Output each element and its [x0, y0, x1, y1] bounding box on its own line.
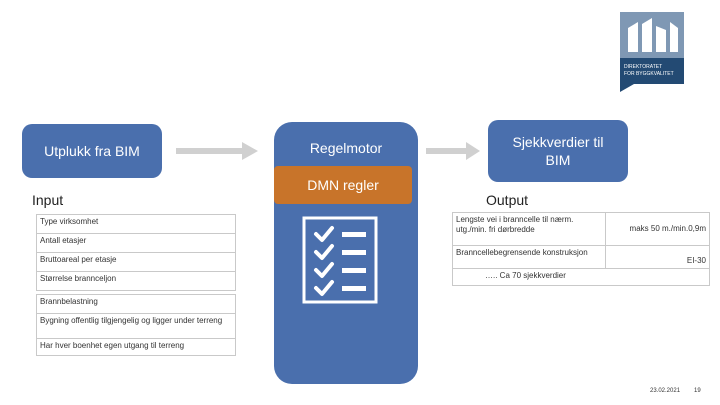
input-table: Type virksomhet Antall etasjer Bruttoare…	[36, 214, 236, 291]
input-row-cell: Antall etasjer	[36, 233, 236, 253]
logo: DIREKTORATET FOR BYGGKVALITET	[620, 12, 684, 84]
sjekkverdier-label: Sjekkverdier til BIM	[512, 134, 604, 168]
table-row: Type virksomhet	[36, 214, 236, 234]
table-row: Bygning offentlig tilgjengelig og ligger…	[36, 313, 236, 339]
checklist-icon	[302, 216, 378, 304]
output-row-value: EI-30	[605, 245, 710, 269]
dmn-label: DMN regler	[307, 177, 379, 193]
input-heading: Input	[32, 192, 64, 208]
table-row: ….. Ca 70 sjekkverdier	[452, 268, 710, 286]
utplukk-box: Utplukk fra BIM	[22, 124, 162, 178]
logo-shapes-icon	[628, 18, 678, 52]
input-row-cell: Størrelse brannceljon	[36, 271, 236, 291]
table-row: Branncellebegrensende konstruksjon EI-30	[452, 245, 710, 269]
table-row: Lengste vei i branncelle til nærm. utg./…	[452, 212, 710, 246]
output-row-label: Branncellebegrensende konstruksjon	[452, 245, 606, 269]
dmn-box: DMN regler	[274, 166, 412, 204]
table-row: Brannbelastning	[36, 294, 236, 314]
output-note-cell: ….. Ca 70 sjekkverdier	[452, 268, 710, 286]
sjekkverdier-box: Sjekkverdier til BIM	[488, 120, 628, 182]
table-row: Bruttoareal per etasje	[36, 252, 236, 272]
input-row-cell: Type virksomhet	[36, 214, 236, 234]
regelmotor-label: Regelmotor	[309, 140, 383, 156]
input-row-cell: Bruttoareal per etasje	[36, 252, 236, 272]
input-row-cell: Bygning offentlig tilgjengelig og ligger…	[36, 313, 236, 339]
logo-tab	[620, 84, 634, 92]
arrow-right-icon	[176, 142, 258, 160]
output-row-value: maks 50 m./min.0,9m	[605, 212, 710, 246]
arrow-right-icon	[426, 142, 480, 160]
output-table: Lengste vei i branncelle til nærm. utg./…	[452, 212, 710, 286]
utplukk-label: Utplukk fra BIM	[44, 143, 140, 159]
table-row: Har hver boenhet egen utgang til terreng	[36, 338, 236, 356]
output-row-label: Lengste vei i branncelle til nærm. utg./…	[452, 212, 606, 246]
logo-line-1: DIREKTORATET	[624, 64, 663, 70]
input-row-cell: Brannbelastning	[36, 294, 236, 314]
footer-date: 23.02.2021	[650, 388, 681, 394]
input-table-wide: Brannbelastning Bygning offentlig tilgje…	[36, 294, 236, 356]
output-heading: Output	[486, 192, 529, 208]
logo-mark	[620, 12, 684, 58]
table-row: Størrelse brannceljon	[36, 271, 236, 291]
logo-line-2: FOR BYGGKVALITET	[624, 71, 674, 77]
input-row-cell: Har hver boenhet egen utgang til terreng	[36, 338, 236, 356]
page-number: 19	[694, 388, 701, 394]
table-row: Antall etasjer	[36, 233, 236, 253]
output-note: ….. Ca 70 sjekkverdier	[485, 271, 566, 280]
logo-text: DIREKTORATET FOR BYGGKVALITET	[624, 64, 682, 78]
